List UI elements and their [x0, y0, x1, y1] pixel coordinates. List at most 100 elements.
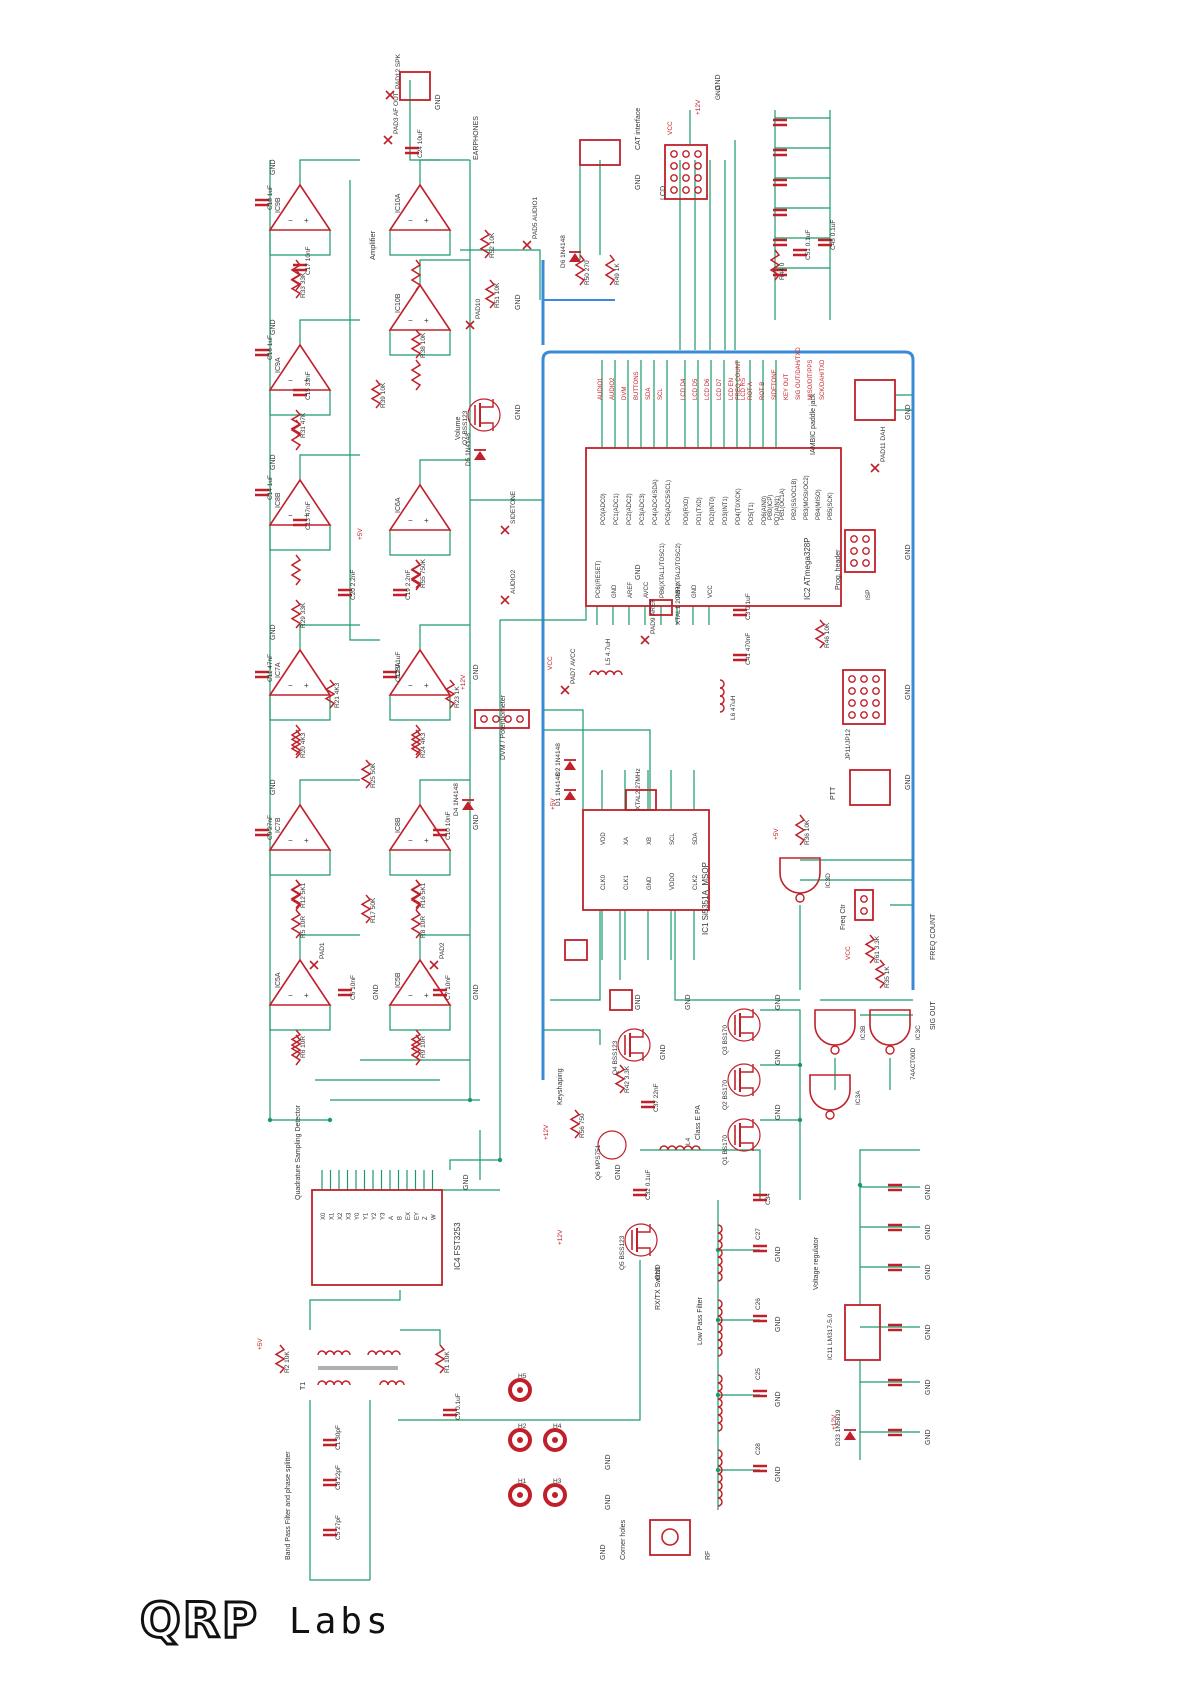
gnd-label: GND	[605, 1494, 612, 1510]
ic1-pin-label: CLK1	[624, 874, 630, 890]
gnd-label: GND	[635, 994, 642, 1010]
header-pin	[862, 559, 870, 567]
opamp-plus: +	[304, 836, 309, 845]
resistor-label: R36 10K	[804, 819, 811, 845]
wire	[299, 624, 360, 650]
label-layer: IC2 ATmega328PPC0(ADC0)PC1(ADC1)PC2(ADC2…	[257, 53, 937, 1560]
gnd-label: GND	[775, 1391, 782, 1407]
mosfet-label: Q4 BSS123	[612, 1040, 619, 1075]
resistor	[874, 959, 886, 989]
resistor-label: R24 4K3	[420, 732, 427, 758]
inductor-coil	[717, 1272, 723, 1282]
header-pin	[872, 675, 880, 683]
mosfet-label: Q2 BS170	[722, 1080, 729, 1110]
nand-gate	[814, 1009, 856, 1046]
mosfet-body	[467, 398, 501, 432]
resistor	[290, 909, 302, 939]
diode-symbol	[844, 1431, 856, 1440]
inductor-coil	[367, 1350, 377, 1356]
header-pin	[862, 547, 870, 555]
amplifier-label: Amplifier	[368, 230, 377, 260]
opamp-symbol	[388, 283, 452, 331]
gnd-label: GND	[925, 1264, 932, 1280]
ic2-pin-label: PD0(RXD)	[684, 497, 690, 525]
gnd-label: GND	[715, 74, 722, 90]
earphones-label: EARPHONES	[473, 116, 480, 160]
mosfet-label: Q5 BSS123	[619, 1235, 626, 1270]
ic2-net-label: LCD D5	[693, 378, 699, 400]
gnd-label: GND	[435, 94, 442, 110]
opamp-symbol	[268, 648, 332, 696]
junction-dot	[715, 1392, 721, 1398]
ic2-net-label: KEY OUT	[784, 373, 790, 400]
pad-cross	[500, 525, 510, 535]
rxtx-label: RX/TX Switch	[655, 1267, 662, 1310]
capacitor-label: C28	[755, 1443, 762, 1455]
capacitor-label: C34	[765, 1193, 772, 1205]
ic4-pin-label: EY	[415, 1212, 421, 1220]
rf-connector-center	[661, 1528, 679, 1546]
capacitor-label: C5 27pF	[335, 1515, 342, 1540]
resistor-label: R49 1K	[614, 263, 621, 285]
gnd-label: GND	[925, 1429, 932, 1445]
wire	[389, 1005, 451, 1031]
header-pin	[848, 699, 856, 707]
inductor-coil	[605, 670, 615, 676]
header-pin	[670, 174, 678, 182]
pad-cross	[429, 960, 439, 970]
gnd-label: GND	[905, 544, 912, 560]
inductor-label: L4	[685, 1137, 692, 1145]
bandpass-label: Band Pass Filter and phase splitter	[285, 1451, 292, 1560]
rf-label: RF	[705, 1551, 712, 1560]
resistor	[410, 559, 422, 589]
mosfet-label: Q3 BS170	[722, 1025, 729, 1055]
inductor-coil	[333, 1380, 343, 1386]
inductor-coil	[719, 679, 725, 689]
resistor	[769, 249, 781, 281]
power-label: VCC	[547, 656, 554, 670]
capacitor-label: C32 0.1uF	[645, 1170, 652, 1200]
wire	[419, 624, 470, 650]
inductor-label: L6 47uH	[730, 695, 737, 720]
header-pin	[682, 162, 690, 170]
gnd-label: GND	[270, 624, 277, 640]
wire	[299, 159, 360, 185]
capacitor-label: C14 1uF	[267, 475, 274, 500]
pad-cross	[560, 685, 570, 695]
dvm-label: DVM / Potentiometer	[500, 694, 507, 760]
wire	[419, 459, 470, 485]
header-pin	[682, 150, 690, 158]
cat-label: CAT interface	[635, 108, 642, 150]
capacitor-label: C27	[755, 1228, 762, 1240]
pin-header	[474, 709, 530, 729]
resistor	[360, 759, 372, 789]
inductor-coil	[391, 1350, 401, 1356]
resistor-label: R55 750K	[420, 558, 427, 588]
iambic-label: IAMBIC paddle jack	[810, 393, 817, 455]
resistor	[290, 419, 302, 451]
wire	[419, 779, 470, 805]
gnd-label: GND	[655, 1264, 662, 1280]
crystal-label: XTAL2 27MHz	[635, 768, 642, 810]
opamp-plus: +	[304, 991, 309, 1000]
resistor	[794, 814, 806, 846]
ic1-label: IC1 Si5351A_MSOP	[701, 862, 710, 935]
freq-count-label: FREQ COUNT	[930, 913, 937, 960]
ic2-pin-label: AVCC	[644, 581, 650, 598]
inductor-coil	[717, 1422, 723, 1432]
pad-label: PAD10	[475, 299, 482, 319]
opamp-minus: −	[408, 216, 413, 225]
diode-symbol	[462, 801, 474, 810]
resistor	[290, 599, 302, 629]
inductor-coil	[333, 1350, 343, 1356]
wire	[299, 319, 360, 345]
opamp-label: IC9B	[275, 197, 282, 213]
pad-label: PAD11 DAH	[880, 427, 887, 462]
resistor	[290, 409, 302, 439]
header-pin	[504, 715, 512, 723]
nand-gate	[869, 1009, 911, 1046]
resistor-label: R16 5K1	[420, 882, 427, 908]
opamp-plus: +	[424, 516, 429, 525]
ic2-pin-label: PB3(MOSI/OC2)	[804, 475, 810, 520]
gnd-label: GND	[635, 174, 642, 190]
